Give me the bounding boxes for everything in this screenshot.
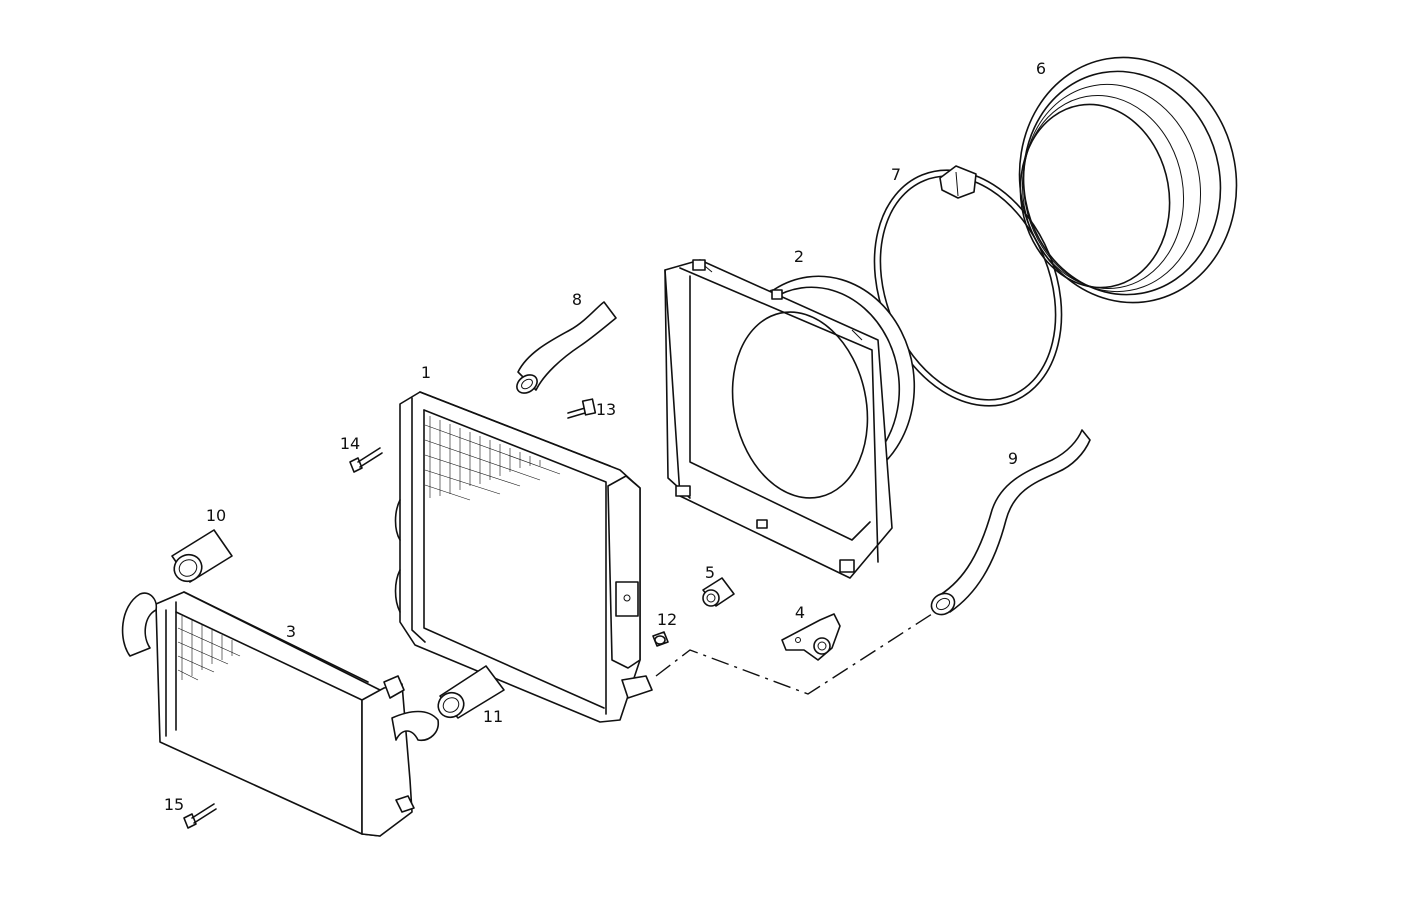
callout-7: 7	[891, 165, 901, 184]
part-13-bolt	[567, 398, 597, 419]
callout-13: 13	[596, 400, 616, 419]
part-9-lower-hose	[930, 429, 1091, 616]
callout-3: 3	[286, 622, 296, 641]
part-3-intercooler	[121, 591, 440, 837]
callout-15: 15	[164, 795, 184, 814]
part-2-fan-shroud	[664, 259, 916, 579]
callout-10: 10	[206, 506, 226, 525]
part-12-drain-plug	[652, 631, 669, 647]
part-8-upper-hose	[516, 301, 617, 394]
part-4-bracket	[781, 613, 841, 661]
callout-5: 5	[705, 563, 715, 582]
callout-8: 8	[572, 290, 582, 309]
callout-1: 1	[421, 363, 431, 382]
assembly-leader-line	[655, 613, 933, 695]
part-15-bolt	[183, 803, 217, 829]
callout-4: 4	[795, 603, 805, 622]
callout-11: 11	[483, 707, 503, 726]
part-5-bushing	[702, 577, 735, 607]
part-1-radiator	[394, 391, 653, 723]
part-10-hose-sleeve	[171, 529, 233, 583]
part-11-hose	[437, 665, 505, 719]
part-14-bolt	[349, 447, 383, 473]
callout-6: 6	[1036, 59, 1046, 78]
callout-9: 9	[1008, 449, 1018, 468]
callout-12: 12	[657, 610, 677, 629]
callout-14: 14	[340, 434, 360, 453]
callout-2: 2	[794, 247, 804, 266]
part-6-fan-ring	[1018, 56, 1238, 304]
